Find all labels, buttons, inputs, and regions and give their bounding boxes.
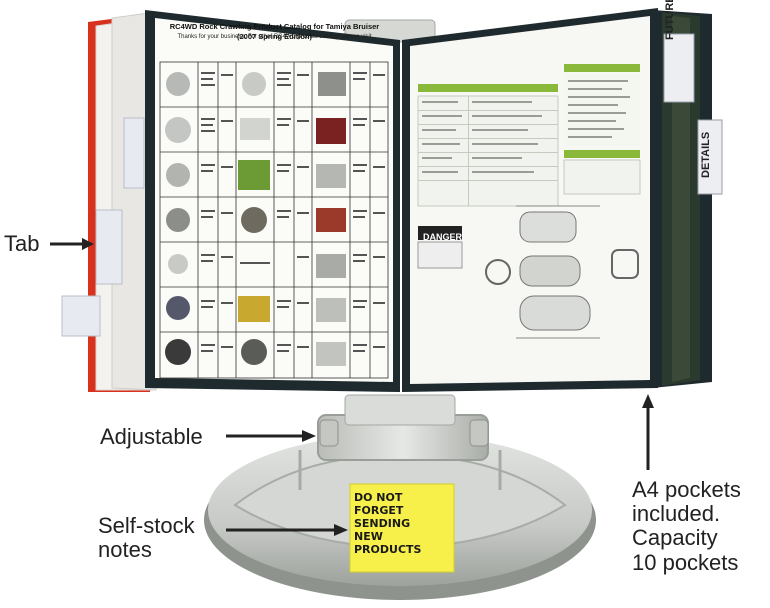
sticky-note-line: NEW [354,529,383,543]
callout-pockets-line: Capacity [632,525,718,551]
technical-drawings [485,205,639,339]
callout-self-stock-notes: Self-stock notes [98,513,195,563]
sticky-note-line: FORGET [354,503,404,517]
callout-adjustable: Adjustable [100,424,203,449]
callout-pockets-line: 10 pockets [632,549,739,575]
sticky-note-text: DO NOT FORGET SENDING NEW PRODUCTS [354,491,450,557]
callout-pockets-line: included. [632,501,721,527]
callout-arrows [50,238,654,536]
catalog-text-lines [201,72,385,352]
sticky-note-line: DO NOT [354,491,403,504]
spec-sheet-tables [417,64,641,207]
danger-sign [417,226,463,269]
tab-details[interactable] [697,119,723,195]
tab-clip-left[interactable] [95,209,123,285]
catalog-grid [159,61,389,379]
callout-tab: Tab [4,231,40,256]
tab-future[interactable] [663,33,695,103]
callout-pockets: A4 pockets included. Capacity 10 pockets [632,477,767,575]
left-pocket-stack [61,11,157,392]
part-thumbnails [165,72,346,366]
catalog-title: RC4WD Rock Crawling Product Catalog for … [169,22,380,41]
sticky-note-line: SENDING [354,516,411,530]
stand-base [204,19,596,600]
tab-clip-lower[interactable] [61,295,101,337]
callout-pockets-line: A4 pockets [632,477,741,502]
right-pocket[interactable] [402,8,658,392]
right-pocket-stack [652,10,723,388]
left-pocket[interactable] [145,10,400,392]
danger-label: DANGER [423,232,463,242]
catalog-subtitle: Thanks for your business. For other RC4W… [177,34,372,40]
tab-details-label: DETAILS [700,131,712,178]
sticky-note [349,483,455,573]
sticky-note-line: PRODUCTS [354,542,422,556]
tab-future-label: FUTURE [664,0,676,40]
